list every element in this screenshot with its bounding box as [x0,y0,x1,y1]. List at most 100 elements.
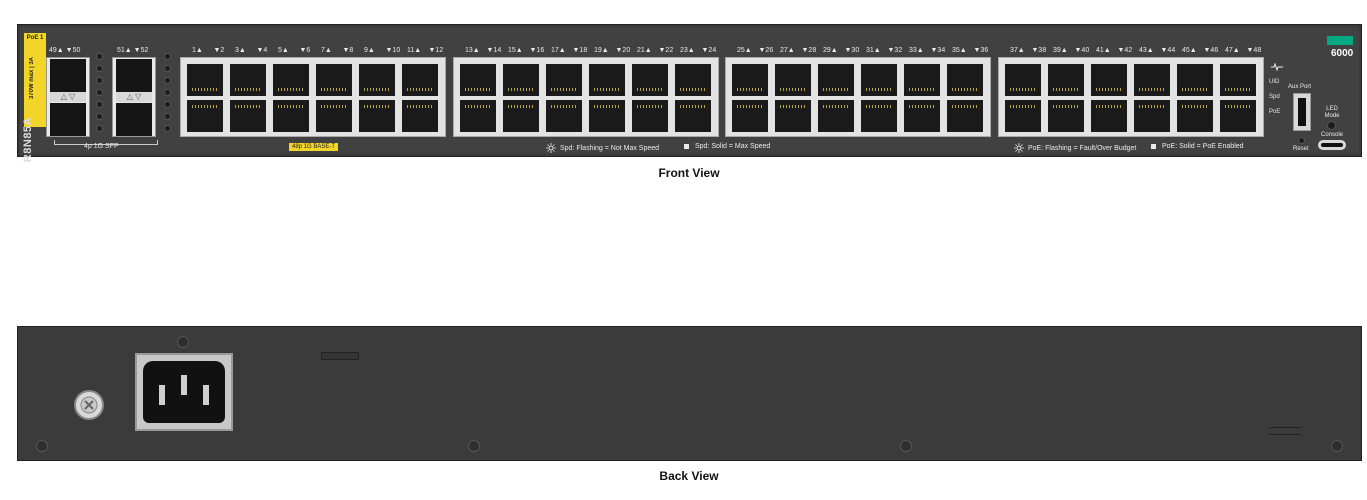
rj45-port[interactable] [402,64,438,96]
reset-pinhole-icon [1298,137,1305,144]
rj45-port[interactable] [460,100,496,132]
port-number-label: ▼26 [758,47,774,54]
rj45-port[interactable] [1134,100,1170,132]
sfp-port-49[interactable] [50,59,86,92]
port-number-label: ▼14 [486,47,502,54]
port-number-label: 13▲ [465,47,480,54]
rj45-port[interactable] [775,100,811,132]
port-number-label: 47▲ [1225,47,1240,54]
rj45-port[interactable] [1134,64,1170,96]
port-number-label: ▼10 [385,47,401,54]
rj45-port[interactable] [1048,64,1084,96]
rj45-port[interactable] [546,64,582,96]
rj45-port[interactable] [947,64,983,96]
aux-usb-port[interactable] [1293,93,1311,131]
screw-icon [1331,440,1343,452]
rj45-port[interactable] [1220,100,1256,132]
rj45-port[interactable] [402,100,438,132]
rj45-port[interactable] [230,64,266,96]
rj45-port[interactable] [1048,100,1084,132]
reset-button[interactable] [1298,137,1305,144]
rj45-port[interactable] [732,100,768,132]
rj45-port[interactable] [861,100,897,132]
console-usbc-port[interactable] [1318,140,1346,150]
screw-icon [900,440,912,452]
led-mode-label: LED Mode [1324,106,1340,119]
legend-text: Spd: Solid = Max Speed [695,143,771,150]
rj45-port[interactable] [818,100,854,132]
port-led [96,53,103,60]
rj45-port[interactable] [947,100,983,132]
rj45-port[interactable] [589,64,625,96]
port-number-label: 31▲ [866,47,881,54]
rj45-port[interactable] [187,100,223,132]
rj45-port[interactable] [675,100,711,132]
rj45-port[interactable] [861,64,897,96]
status-led-poe: PoE [1269,109,1281,115]
rj45-port[interactable] [1091,64,1127,96]
rj45-port[interactable] [503,64,539,96]
rj45-port[interactable] [359,100,395,132]
port-number-label: ▼22 [658,47,674,54]
port-number-label: 25▲ [737,47,752,54]
solid-square-icon [1151,143,1156,149]
port-number-label: 1▲ [192,47,203,54]
rj45-port[interactable] [632,100,668,132]
rj45-port[interactable] [187,64,223,96]
rj45-port[interactable] [675,64,711,96]
led-mode-button[interactable] [1327,121,1336,130]
rj45-port[interactable] [1220,64,1256,96]
sfp-port-50[interactable] [50,103,86,136]
rj45-port[interactable] [1005,100,1041,132]
port-number-label: ▼40 [1074,47,1090,54]
rj45-port[interactable] [632,64,668,96]
rj45-port[interactable] [316,64,352,96]
rj45-port[interactable] [230,100,266,132]
rj45-port[interactable] [273,64,309,96]
port-led [96,101,103,108]
rj45-port[interactable] [273,100,309,132]
rj45-port[interactable] [460,64,496,96]
sfp-group-label: 4p 1G SFP [84,143,119,150]
port-number-label: 17▲ [551,47,566,54]
port-number-label: 15▲ [508,47,523,54]
rj45-port[interactable] [316,100,352,132]
rj45-port[interactable] [1005,64,1041,96]
rj45-port[interactable] [1177,100,1213,132]
rj45-port[interactable] [1091,100,1127,132]
led-mode-icon [1327,121,1336,130]
legend-spd-flashing: Spd: Flashing = Not Max Speed [546,143,659,153]
port-number-label: ▼30 [844,47,860,54]
rj45-port[interactable] [503,100,539,132]
port-number-label: ▼42 [1117,47,1133,54]
ground-screw-icon [74,390,104,420]
rj45-port[interactable] [732,64,768,96]
status-led-spd: Spd [1269,94,1280,100]
port-number-label: 41▲ [1096,47,1111,54]
rj45-port[interactable] [546,100,582,132]
rj45-port[interactable] [775,64,811,96]
legend-text: PoE: Flashing = Fault/Over Budget [1028,144,1137,152]
sfp-cage-49-50[interactable]: △ ▽ [46,57,90,137]
rj45-port[interactable] [818,64,854,96]
sfp-port-51[interactable] [116,59,152,92]
port-led [96,125,103,132]
rj45-port[interactable] [904,64,940,96]
rj45-port[interactable] [1177,64,1213,96]
brand-bar-icon [1327,36,1353,45]
sfp-port-52[interactable] [116,103,152,136]
port-number-label: ▼32 [887,47,903,54]
port-led [164,53,171,60]
port-number-label: 37▲ [1010,47,1025,54]
rj45-port[interactable] [904,100,940,132]
port-number-label: ▼4 [256,47,268,54]
aux-port-label: Aux Port [1288,84,1312,90]
sfp-led-column-b [164,53,171,132]
rj45-port[interactable] [589,100,625,132]
rj45-block [453,57,719,137]
rj45-port[interactable] [359,64,395,96]
sfp-port-label: 51▲ ▼52 [117,47,149,54]
sfp-led-column-a [96,53,103,132]
power-inlet-icon[interactable] [135,353,233,431]
sfp-cage-51-52[interactable]: △ ▽ [112,57,156,137]
